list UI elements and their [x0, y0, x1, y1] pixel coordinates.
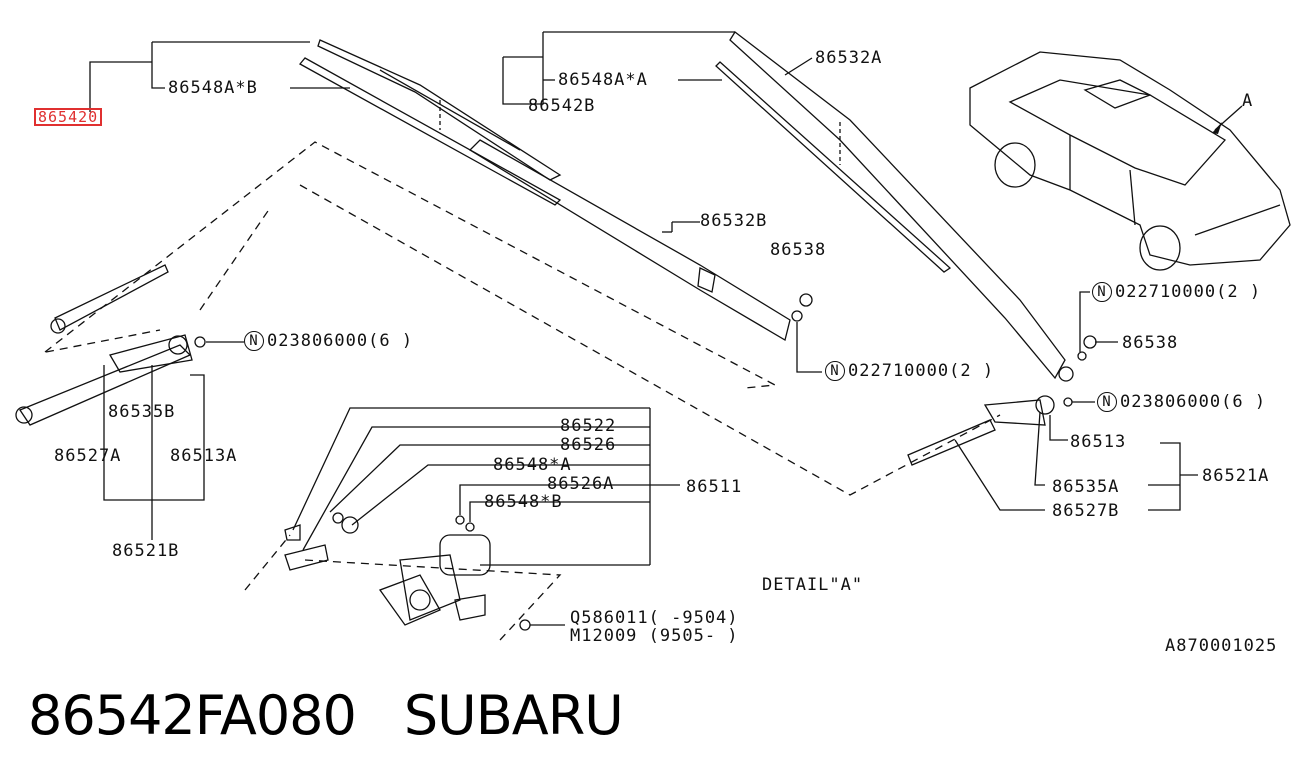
part-label-86513A: 86513A — [170, 446, 238, 466]
part-label-86548xA: 86548*A — [493, 455, 572, 475]
car-detail-label: A — [1242, 91, 1254, 111]
left-wiper-arm — [468, 139, 791, 342]
n-symbol-icon: N — [1092, 282, 1112, 302]
part-label-86548AxB: 86548A*B — [168, 78, 258, 98]
part-label-86542B: 86542B — [528, 96, 596, 116]
part-label-86521A: 86521A — [1202, 466, 1270, 486]
part-label-m12009: M12009 (9505- ) — [570, 626, 739, 646]
part-caption: 86542FA080 SUBARU — [28, 684, 671, 747]
part-label-86538-mid: 86538 — [770, 240, 827, 260]
part-label-86548xB: 86548*B — [484, 492, 563, 512]
leader-865420 — [89, 61, 152, 112]
part-label-86513: 86513 — [1070, 432, 1127, 452]
part-label-86527B: 86527B — [1052, 501, 1120, 521]
part-label-86538-right: 86538 — [1122, 333, 1179, 353]
part-label-86526: 86526 — [560, 435, 617, 455]
nut-86538 — [799, 293, 813, 307]
part-label-86532B: 86532B — [700, 211, 768, 231]
detail-a-label: DETAIL"A" — [762, 575, 864, 595]
right-linkage — [907, 335, 1097, 466]
left-wiper-blade — [298, 39, 562, 206]
part-label-86532A: 86532A — [815, 48, 883, 68]
part-number: 86542FA080 — [28, 684, 357, 747]
part-label-86527A: 86527A — [54, 446, 122, 466]
part-label-86526A: 86526A — [547, 474, 615, 494]
part-label-86522: 86522 — [560, 416, 617, 436]
wiper-motor — [284, 512, 531, 631]
n-symbol-icon: N — [825, 361, 845, 381]
car-illustration — [969, 51, 1291, 271]
n-symbol-icon: N — [1097, 392, 1117, 412]
part-label-86511: 86511 — [686, 477, 743, 497]
highlighted-part-label[interactable]: 865420 — [34, 108, 103, 126]
part-label-q586011: Q586011( -9504) — [570, 608, 739, 628]
part-label-86535A: 86535A — [1052, 477, 1120, 497]
part-label-86535B: 86535B — [108, 402, 176, 422]
part-label-86521B: 86521B — [112, 541, 180, 561]
n-symbol-icon: N — [244, 331, 264, 351]
brand-name: SUBARU — [403, 684, 624, 747]
left-linkage — [15, 264, 206, 426]
part-label-86548AxA: 86548A*A — [558, 70, 648, 90]
drawing-number: A870001025 — [1165, 636, 1278, 656]
right-wiper-blade — [715, 31, 1066, 380]
